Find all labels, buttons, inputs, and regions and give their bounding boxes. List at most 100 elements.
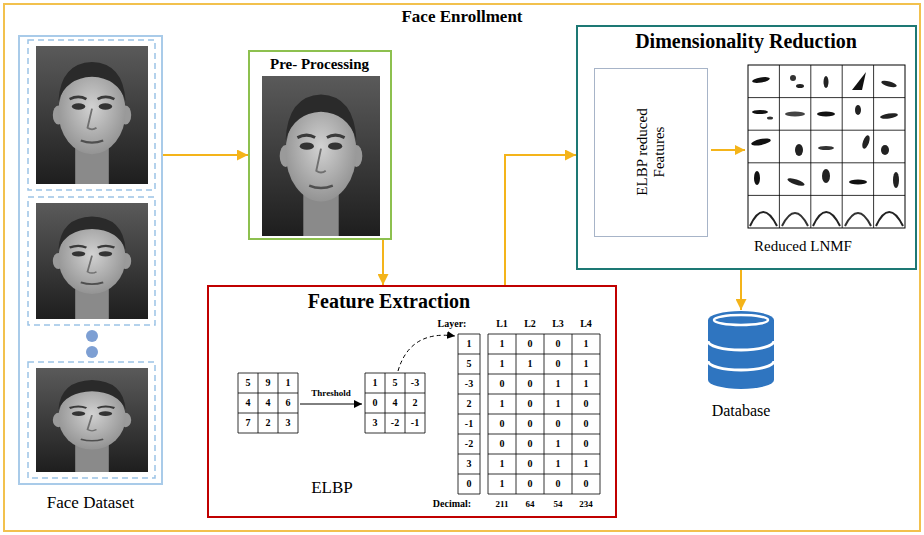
text-holder: Pre- Processing (250, 55, 389, 73)
matrix-cell: -2 (391, 418, 399, 428)
text-holder: L4 (572, 316, 600, 332)
flow-arrow (740, 270, 742, 310)
binary-cell: 0 (584, 479, 589, 489)
text-holder: 5 (385, 373, 405, 393)
box-heading: Feature Extraction (308, 290, 470, 313)
text-holder: 1 (516, 354, 544, 374)
text-holder: 0 (572, 394, 600, 414)
decimal-value: 234 (579, 500, 593, 509)
text-holder: 1 (572, 374, 600, 394)
binary-cell: 1 (556, 379, 561, 389)
text-holder: ELBP (297, 478, 367, 498)
binary-cell: 0 (556, 339, 561, 349)
text-holder: 1 (488, 474, 516, 494)
binary-cell: 1 (500, 479, 505, 489)
decimal-value: 64 (526, 500, 535, 509)
text-holder: 7 (238, 413, 258, 433)
vector-cell: -2 (465, 439, 473, 449)
matrix-cell: 4 (393, 398, 398, 408)
decimal-value: 211 (495, 500, 508, 509)
text-holder: Reduced LNMF (738, 237, 868, 255)
text-holder: 2 (405, 393, 425, 413)
matrix-cell: 7 (246, 418, 251, 428)
text-holder: 5 (238, 373, 258, 393)
ellipsis-dot (86, 330, 98, 342)
text-holder: 0 (572, 434, 600, 454)
matrix-cell: 3 (373, 418, 378, 428)
binary-cell: 0 (556, 419, 561, 429)
binary-cell: 0 (584, 399, 589, 409)
vector-cell: 5 (467, 359, 472, 369)
text-holder: 1 (278, 373, 298, 393)
text-holder: 4 (258, 393, 278, 413)
binary-cell: 1 (528, 359, 533, 369)
text-holder: 1 (488, 334, 516, 354)
text-holder: Face Dataset (8, 493, 173, 513)
matrix-cell: 3 (286, 418, 291, 428)
text-holder: 0 (516, 474, 544, 494)
text-holder: -1 (458, 414, 480, 434)
text-holder: 1 (544, 434, 572, 454)
text-holder: 1 (544, 374, 572, 394)
vector-grid (458, 334, 480, 494)
binary-cell: 0 (528, 339, 533, 349)
dashed-arrow (398, 335, 455, 371)
text-holder: 0 (516, 334, 544, 354)
figure-caption: Reduced LNMF (754, 238, 852, 255)
text-holder: 0 (488, 434, 516, 454)
text-holder: 1 (572, 354, 600, 374)
icon-caption: Database (712, 402, 771, 420)
binary-cell: 1 (584, 459, 589, 469)
matrix-cell: 1 (286, 378, 291, 388)
binary-cell: 1 (584, 359, 589, 369)
text-holder: 0 (572, 414, 600, 434)
binary-cell: 0 (500, 439, 505, 449)
binary-cell: 0 (528, 439, 533, 449)
image-frame (28, 40, 155, 190)
binary-cell: 0 (584, 419, 589, 429)
text-holder: 1 (488, 354, 516, 374)
binary-cell: 1 (584, 379, 589, 389)
vector-cell: 0 (467, 479, 472, 489)
binary-cell: 0 (528, 419, 533, 429)
binary-cell: 1 (584, 339, 589, 349)
text-holder: 3 (365, 413, 385, 433)
matrix-grid (238, 373, 298, 433)
text-holder: 1 (488, 394, 516, 414)
matrix-cell: 0 (373, 398, 378, 408)
text-holder: ELBP reduced Features (629, 87, 673, 217)
text-holder: 0 (544, 354, 572, 374)
process-box: Dimensionality ReductionReduced LNMFELBP… (576, 25, 917, 270)
matrix-grid (365, 373, 425, 433)
feature-box: ELBP reduced Features (594, 68, 708, 237)
text-holder: 0 (544, 474, 572, 494)
text-holder: 211 (488, 496, 516, 512)
text-holder: -3 (458, 374, 480, 394)
panel-caption: Face Dataset (47, 493, 134, 513)
matrix-cell: 4 (246, 398, 251, 408)
text-holder: 3 (278, 413, 298, 433)
database-icon (706, 310, 776, 390)
binary-cell: 1 (500, 339, 505, 349)
text-holder: 234 (572, 496, 600, 512)
matrix-cell: 1 (373, 378, 378, 388)
text-holder: 2 (458, 394, 480, 414)
image-frame (28, 197, 155, 325)
text-holder: L1 (488, 316, 516, 332)
column-header: L2 (524, 319, 536, 329)
text-holder: -2 (458, 434, 480, 454)
ellipsis-dot (86, 346, 98, 358)
text-holder: 1 (572, 454, 600, 474)
binary-cell: 0 (528, 459, 533, 469)
binary-cell: 0 (584, 439, 589, 449)
text-holder: Decimal: (424, 496, 480, 512)
text-holder: -1 (405, 413, 425, 433)
binary-cell: 0 (556, 359, 561, 369)
matrix-cell: 2 (266, 418, 271, 428)
database-node: Database (706, 310, 776, 390)
text-holder: 1 (572, 334, 600, 354)
text-holder: 3 (458, 454, 480, 474)
text-holder: -2 (385, 413, 405, 433)
vector-cell: -3 (465, 379, 473, 389)
